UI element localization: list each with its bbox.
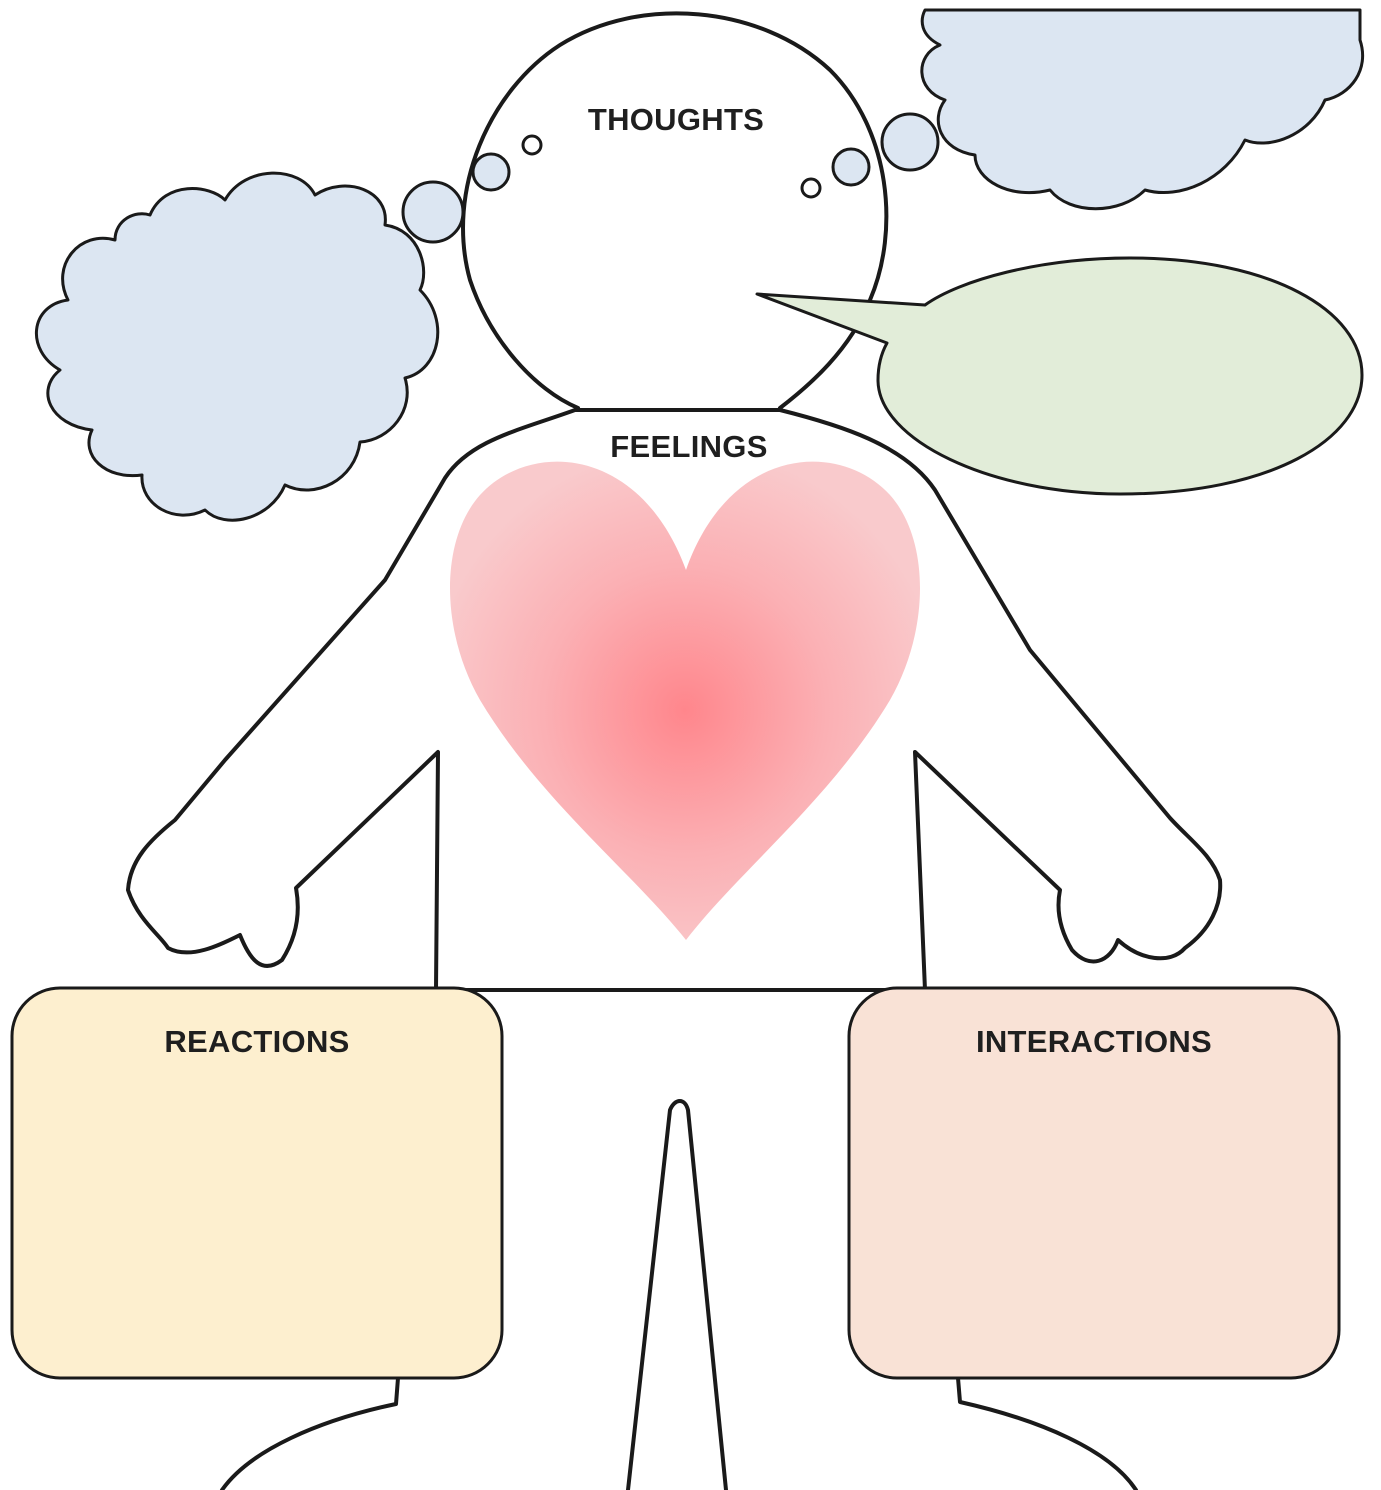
right-thought-bubble-small — [802, 179, 820, 197]
right-thought-bubble-large — [882, 114, 938, 170]
right-thought-bubble-medium — [833, 149, 869, 185]
left-thought-bubble-small — [523, 136, 541, 154]
reactions-label: REACTIONS — [164, 1024, 349, 1059]
interactions-label: INTERACTIONS — [976, 1024, 1212, 1059]
feelings-label: FEELINGS — [610, 429, 767, 464]
left-thought-cloud — [36, 173, 437, 520]
inner-leg-outline — [628, 1101, 726, 1490]
right-leg-outline — [958, 1378, 1136, 1490]
thoughts-label: THOUGHTS — [588, 102, 764, 137]
head-outline — [463, 13, 886, 408]
right-thought-cloud — [922, 10, 1363, 209]
left-leg-outline — [222, 1378, 398, 1490]
left-thought-bubble-large — [403, 182, 463, 242]
left-thought-bubble-medium — [473, 154, 509, 190]
